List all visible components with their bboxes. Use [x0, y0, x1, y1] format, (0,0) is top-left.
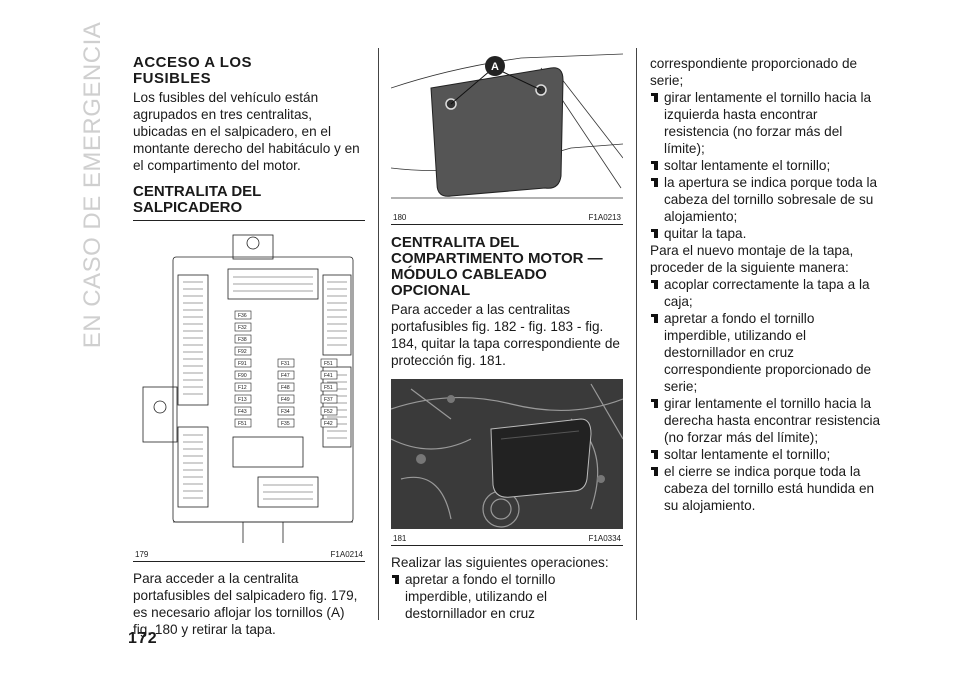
figure-code: F1A0213	[588, 213, 621, 222]
figure-number: 181	[393, 534, 407, 543]
bullet-text: apretar a fondo el tornillo imperdible, …	[664, 311, 872, 394]
fuse-column-middle: F31 F47 F48 F49 F34 F35	[277, 358, 295, 428]
subsection-heading: CENTRALITA DEL COMPARTIMENTO MOTOR — MÓD…	[391, 235, 623, 299]
bullet-text: girar lentamente el tornillo hacia la iz…	[664, 90, 872, 156]
figure-code: F1A0334	[588, 534, 621, 543]
callout-a: A	[491, 61, 499, 73]
bullet-item: apretar a fondo el tornillo imperdible, …	[650, 310, 882, 395]
heading-line: ACCESO A LOS	[133, 54, 253, 71]
bullet-item: la apertura se indica porque toda la cab…	[650, 174, 882, 225]
fuse-label: F90	[238, 373, 247, 379]
figure-181: 181 F1A0334	[390, 379, 624, 546]
fuse-label: F32	[238, 325, 247, 331]
fuse-box-diagram: F36 F32 F38 F92 F91 F90 F12 F13 F43 F51 …	[142, 234, 354, 543]
intro-paragraph: Los fusibles del vehículo están agrupado…	[133, 90, 360, 173]
column-divider	[636, 48, 637, 620]
figure-code: F1A0214	[330, 550, 363, 559]
figure-179: F36 F32 F38 F92 F91 F90 F12 F13 F43 F51 …	[133, 227, 365, 562]
section-heading: ACCESO A LOS FUSIBLES	[133, 55, 365, 87]
bullet-text: acoplar correctamente la tapa a la caja;	[664, 277, 870, 309]
figure-caption: 180 F1A0213	[391, 213, 623, 224]
figure-number: 179	[135, 550, 149, 559]
tool-bullet-icon	[650, 90, 664, 103]
fuse-label: F37	[324, 397, 333, 403]
fuse-column-left: F36 F32 F38 F92 F91 F90 F12 F13 F43 F51	[234, 310, 252, 428]
fuse-label: F47	[281, 373, 290, 379]
tool-bullet-icon	[650, 464, 664, 477]
column-2: A 180 F1A0213 CENTRALITA DEL COMPARTIMEN…	[390, 48, 624, 622]
bullet-item: quitar la tapa.	[650, 225, 882, 242]
tool-bullet-icon	[650, 175, 664, 188]
fuse-label: F51	[238, 421, 247, 427]
fuse-label: F36	[238, 313, 247, 319]
tool-bullet-icon	[650, 158, 664, 171]
heading-line: COMPARTIMENTO MOTOR —	[391, 250, 603, 267]
bullet-text: quitar la tapa.	[664, 226, 747, 241]
tool-bullet-icon	[650, 277, 664, 290]
fuse-label: F34	[281, 409, 290, 415]
heading-line: MÓDULO CABLEADO OPCIONAL	[391, 266, 547, 299]
chapter-side-title: EN CASO DE EMERGENCIA	[78, 22, 108, 349]
fuse-label: F12	[238, 385, 247, 391]
fuse-label: F52	[324, 409, 333, 415]
figure-180: A 180 F1A0213	[390, 48, 624, 225]
tool-bullet-icon	[650, 226, 664, 239]
fuse-label: F42	[324, 421, 333, 427]
figure-caption: 181 F1A0334	[391, 534, 623, 545]
column-1: ACCESO A LOS FUSIBLES Los fusibles del v…	[133, 55, 365, 638]
engine-module-photo	[390, 379, 624, 529]
bullet-item: soltar lentamente el tornillo;	[650, 446, 882, 463]
bullet-text: el cierre se indica porque toda la cabez…	[664, 464, 875, 513]
paragraph: Para acceder a las centralitas portafusi…	[391, 302, 620, 368]
fuse-label: F51	[324, 385, 333, 391]
bullet-item: soltar lentamente el tornillo;	[650, 157, 882, 174]
paragraph: Para acceder a la centralita portafusibl…	[133, 571, 358, 637]
subsection-heading: CENTRALITA DEL SALPICADERO	[133, 184, 365, 221]
fuse-label: F48	[281, 385, 290, 391]
tool-bullet-icon	[650, 447, 664, 460]
paragraph: correspondiente proporcionado de serie;	[650, 56, 858, 88]
heading-line: CENTRALITA DEL	[391, 234, 520, 251]
bullet-text: la apertura se indica porque toda la cab…	[664, 175, 878, 224]
bullet-item: girar lentamente el tornillo hacia la de…	[650, 395, 882, 446]
heading-line: FUSIBLES	[133, 70, 212, 87]
bullet-text: soltar lentamente el tornillo;	[664, 447, 831, 462]
fuse-label: F49	[281, 397, 290, 403]
figure-number: 180	[393, 213, 407, 222]
figure-caption: 179 F1A0214	[133, 550, 365, 561]
chapter-title-text: EN CASO DE EMERGENCIA	[79, 21, 106, 349]
bullet-item: el cierre se indica porque toda la cabez…	[650, 463, 882, 514]
column-divider	[378, 48, 379, 620]
page-number: 172	[128, 630, 158, 647]
fuse-label: F41	[324, 373, 333, 379]
tool-bullet-icon	[650, 311, 664, 324]
paragraph: Para el nuevo montaje de la tapa, proced…	[650, 243, 854, 275]
fuse-label: F91	[238, 361, 247, 367]
bullet-text: soltar lentamente el tornillo;	[664, 158, 831, 173]
fuse-column-right: F51 F41 F51 F37 F52 F42	[320, 358, 338, 428]
bullet-text: girar lentamente el tornillo hacia la de…	[664, 396, 881, 445]
dashboard-cover-illustration: A	[390, 53, 624, 199]
tool-bullet-icon	[391, 572, 405, 585]
paragraph: Realizar las siguientes operaciones:	[391, 555, 609, 570]
fuse-label: F13	[238, 397, 247, 403]
column-3: correspondiente proporcionado de serie; …	[650, 55, 882, 514]
tool-bullet-icon	[650, 396, 664, 409]
bullet-item: apretar a fondo el tornillo imperdible, …	[391, 571, 623, 622]
fuse-label: F31	[281, 361, 290, 367]
fuse-label: F35	[281, 421, 290, 427]
fuse-label: F92	[238, 349, 247, 355]
bullet-item: acoplar correctamente la tapa a la caja;	[650, 276, 882, 310]
fuse-label: F43	[238, 409, 247, 415]
fuse-label: F38	[238, 337, 247, 343]
bullet-item: girar lentamente el tornillo hacia la iz…	[650, 89, 882, 157]
bullet-text: apretar a fondo el tornillo imperdible, …	[405, 572, 556, 621]
fuse-label: F51	[324, 361, 333, 367]
